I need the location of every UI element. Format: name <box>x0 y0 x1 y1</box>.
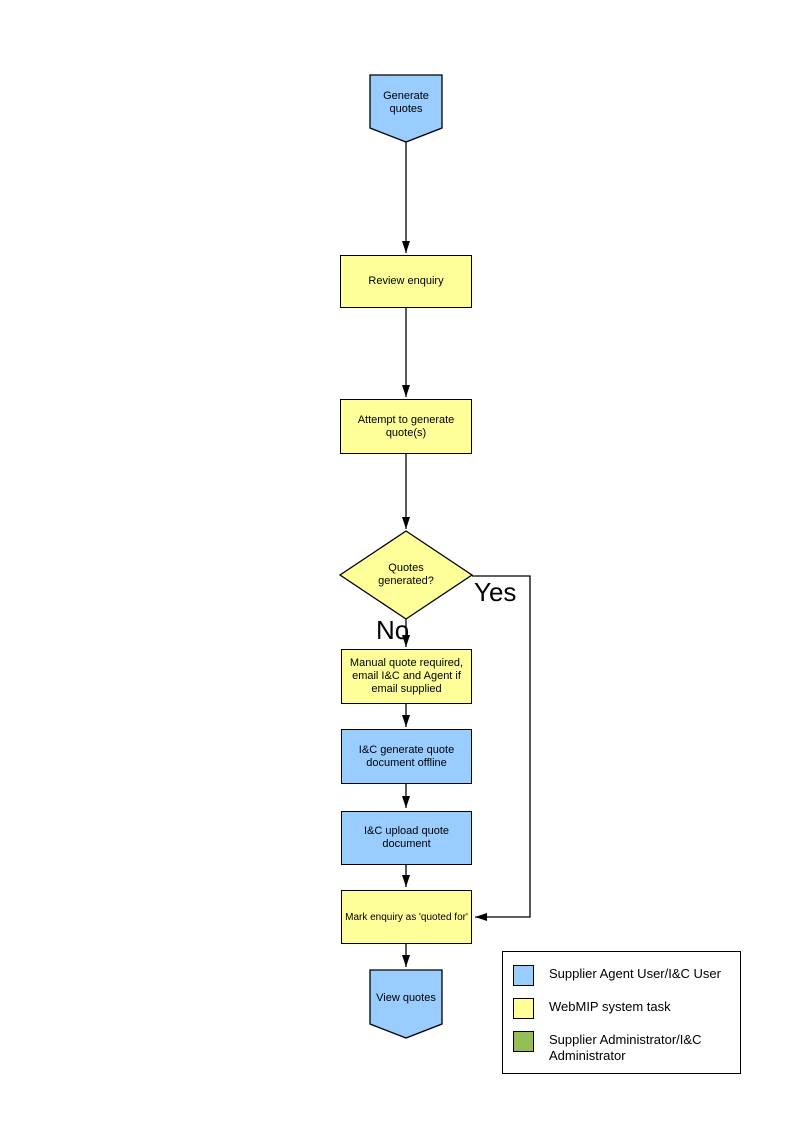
legend-label: Supplier Agent User/I&C User <box>549 966 721 981</box>
node-manual-quote-required: Manual quote required, email I&C and Age… <box>341 649 472 704</box>
legend-box: Supplier Agent User/I&C User WebMIP syst… <box>502 951 741 1074</box>
legend-item-supplier-agent: Supplier Agent User/I&C User <box>513 965 732 986</box>
legend-label: Supplier Administrator/I&C Administrator <box>549 1032 702 1063</box>
node-review-enquiry: Review enquiry <box>340 255 472 308</box>
legend-swatch-blue <box>513 965 534 986</box>
node-ic-generate-quote-offline: I&C generate quote document offline <box>341 729 472 784</box>
node-attempt-generate-quotes: Attempt to generate quote(s) <box>340 399 472 454</box>
legend-item-webmip-system: WebMIP system task <box>513 998 732 1019</box>
legend-item-supplier-administrator: Supplier Administrator/I&C Administrator <box>513 1031 732 1064</box>
generate-quotes-shape <box>369 74 443 143</box>
arrow-decision-yes-to-mark <box>472 575 531 921</box>
view-quotes-shape <box>369 969 443 1039</box>
yes-branch-label: Yes <box>474 577 517 607</box>
node-mark-enquiry-quoted-for: Mark enquiry as 'quoted for' <box>341 890 472 944</box>
node-ic-upload-quote-document: I&C upload quote document <box>341 811 472 865</box>
legend-label: WebMIP system task <box>549 999 671 1014</box>
no-branch-label: No <box>376 615 410 645</box>
legend-swatch-green <box>513 1031 534 1052</box>
quotes-generated-decision-shape <box>338 530 474 620</box>
legend-swatch-yellow <box>513 998 534 1019</box>
